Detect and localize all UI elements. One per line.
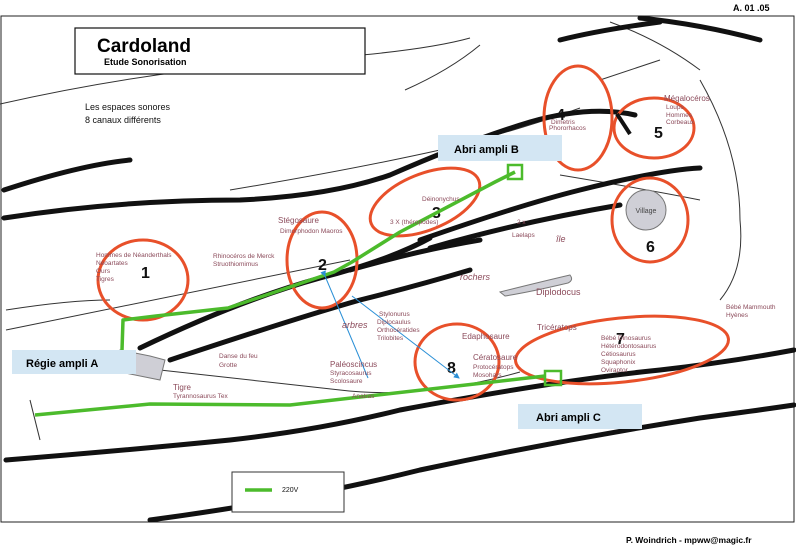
label-oviraptor: Oviraptor: [601, 367, 629, 374]
label-dimorphodon: Dimorphodon Maoros: [280, 228, 343, 235]
label-bebe-mammouth: Bébé Mammouth: [726, 304, 776, 311]
amp-c-label: Abri ampli C: [536, 412, 601, 424]
label-tigres: Tigres: [96, 276, 115, 283]
amp-a-label: Régie ampli A: [26, 358, 98, 370]
label-diplodocus: Diplodocus: [536, 287, 581, 297]
label-styracosaurus: Styracosaurus: [330, 370, 372, 377]
label-bebe-dinosaurus: Bébé Dinosaurus: [601, 335, 652, 342]
zone-4-ellipse: [542, 64, 614, 172]
label-hommes-neanderthals: Hommes de Néanderthals: [96, 252, 172, 259]
amp-b-box: [506, 163, 524, 181]
label-danse-du-feu: Danse du feu: [219, 353, 258, 360]
label-phororhacos: Phororhacos: [549, 125, 587, 132]
label-rochers: rochers: [460, 272, 491, 282]
amp-b-label-bg: [438, 135, 562, 161]
label-hyenes: Hyènes: [726, 312, 749, 319]
zones: [96, 64, 730, 402]
label-paleoscincus: Paléoscincus: [330, 360, 377, 369]
amp-c-box: [543, 369, 563, 387]
legend-label: 220V: [282, 487, 299, 494]
amp-c-label-bg: [518, 404, 642, 429]
label-ours: Ours: [96, 268, 111, 275]
label-hommes: Hommes: [666, 112, 693, 119]
cables-220v: [34, 170, 546, 417]
label-edaphosaure: Edaphosaure: [462, 332, 510, 341]
credits: P. Woindrich - mpww@magic.fr: [626, 535, 752, 545]
label-struthiomimus: Struothiomimus: [213, 261, 259, 268]
arrows: [320, 270, 460, 379]
label-mosohars: Mosohars: [473, 372, 502, 379]
paths: [0, 21, 742, 441]
river-cut: [615, 112, 632, 136]
label-neoartates: Néoartates: [96, 260, 129, 267]
zone-6-ellipse: [610, 176, 690, 264]
river-banks: [1, 15, 796, 523]
label-loups: Loups: [666, 104, 684, 111]
map-frame: [0, 15, 795, 523]
zone-number-5: 5: [654, 125, 663, 142]
label-deinonychus: Déinonychus: [422, 196, 460, 203]
amp-b-label: Abri ampli B: [454, 144, 519, 156]
label-megaloceros: Mégalocéros: [664, 94, 710, 103]
label-protoceratops: Protocératops: [473, 364, 514, 371]
cable-a-c: [34, 374, 546, 417]
zone-number-8: 8: [447, 360, 456, 377]
label-stegosaure: Stégosaure: [278, 216, 319, 225]
title-box: [74, 27, 366, 75]
zone-8-ellipse: [413, 322, 501, 402]
cable-a-b: [120, 170, 516, 351]
place-labels: Stégosaure Dimorphodon Maoros Déinonychu…: [96, 94, 776, 400]
zone-number-2: 2: [318, 257, 327, 274]
label-tyrannosaurus: Tyrannosaurus Tex: [173, 393, 229, 400]
label-trilobites: Trilobites: [377, 335, 404, 342]
label-squaphonix: Squaphonix: [601, 359, 636, 366]
legend-box: [231, 471, 345, 513]
zone-5-ellipse: [612, 96, 696, 160]
intro-line-1: Les espaces sonores: [85, 102, 171, 112]
label-tigre: Tigre: [173, 383, 191, 392]
zone-number-1: 1: [141, 265, 150, 282]
zone-number-7: 7: [616, 331, 625, 348]
arrow-2: [351, 295, 460, 379]
label-anatras: Anatras: [352, 393, 375, 400]
label-2x: 2 x: [517, 219, 526, 226]
label-cetiosaurus: Cétiosaurus: [601, 351, 636, 358]
label-heterodontosaurus: Hétérodontosaurus: [601, 343, 657, 350]
arrow-1: [320, 270, 369, 379]
label-rhinoceros: Rhinocéros de Merck: [213, 253, 275, 260]
map-title: Cardoland: [97, 36, 191, 57]
label-triceratops: Tricératops: [537, 323, 577, 332]
label-stylonurus: Stylonurus: [379, 311, 410, 318]
label-diplocaulus: Diplocaulus: [377, 319, 411, 326]
map-subtitle: Etude Sonorisation: [104, 57, 187, 67]
zone-3-ellipse: [368, 166, 482, 238]
label-theropodes: 3 X (théropodes): [390, 219, 438, 226]
label-ile: île: [556, 234, 566, 244]
zone-number-4: 4: [556, 107, 565, 124]
label-arbres: arbres: [342, 320, 368, 330]
zone-number-6: 6: [646, 239, 655, 256]
rock: [498, 274, 573, 297]
zone-1-ellipse: [96, 238, 190, 322]
intro-line-2: 8 canaux différents: [85, 115, 161, 125]
label-laelaps: Laelaps: [512, 232, 536, 239]
amp-a-label-bg: [12, 350, 136, 374]
village-circle: [625, 189, 667, 231]
label-ceratosaure: Cératosaure: [473, 353, 518, 362]
zone-7-ellipse: [514, 314, 730, 386]
label-grotte: Grotte: [219, 362, 237, 369]
label-orthoceratides: Orthocératides: [377, 327, 420, 334]
label-scolosaure: Scolosaure: [330, 378, 363, 385]
label-dimetris: Dimetris: [551, 119, 576, 126]
village-label: Village: [636, 208, 657, 215]
doc-code: A. 01 .05: [733, 3, 770, 13]
label-corbeaux: Corbeaux: [666, 119, 695, 126]
